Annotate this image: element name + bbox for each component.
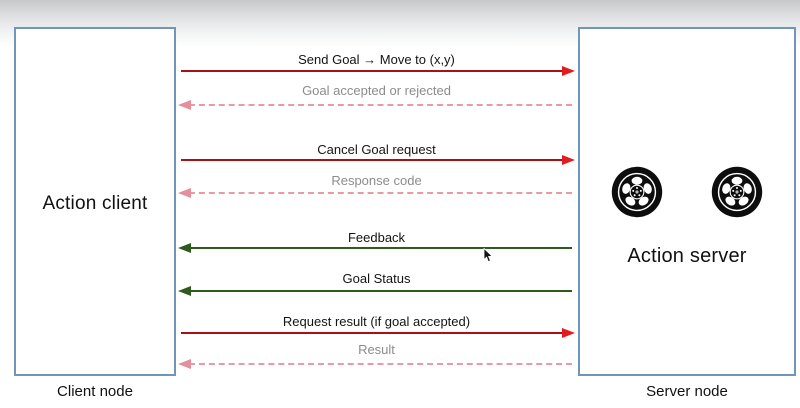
message-label-goal-status: Goal Status xyxy=(342,271,411,286)
wheel-icon xyxy=(710,165,764,224)
action-server-title: Action server xyxy=(627,245,747,267)
message-label-goal-accepted: Goal accepted or rejected xyxy=(302,83,451,98)
message-label-request-result: Request result (if goal accepted) xyxy=(282,314,471,329)
message-label-response-code: Response code xyxy=(331,173,422,188)
wheel-icon xyxy=(610,165,664,224)
action-server-box: Action server xyxy=(578,27,796,376)
message-label-cancel-goal: Cancel Goal request xyxy=(317,142,436,157)
message-label-feedback: Feedback xyxy=(347,230,406,245)
action-client-title: Action client xyxy=(42,193,148,214)
message-label-result: Result xyxy=(358,342,395,357)
arrow-feedback xyxy=(178,243,573,253)
message-label-send-goal: Send Goal → Move to (x,y) xyxy=(298,52,455,67)
arrow-cancel-goal xyxy=(180,155,575,165)
arrow-request-result xyxy=(180,328,575,338)
client-node-caption: Client node xyxy=(57,383,133,400)
arrow-goal-accepted xyxy=(178,100,573,110)
action-client-box: Action client xyxy=(14,27,176,376)
arrow-result xyxy=(178,359,573,369)
mouse-cursor-icon xyxy=(483,247,494,268)
arrow-goal-status xyxy=(178,286,573,296)
arrow-send-goal xyxy=(180,66,575,76)
server-node-caption: Server node xyxy=(646,383,728,400)
arrow-response-code xyxy=(178,188,573,198)
